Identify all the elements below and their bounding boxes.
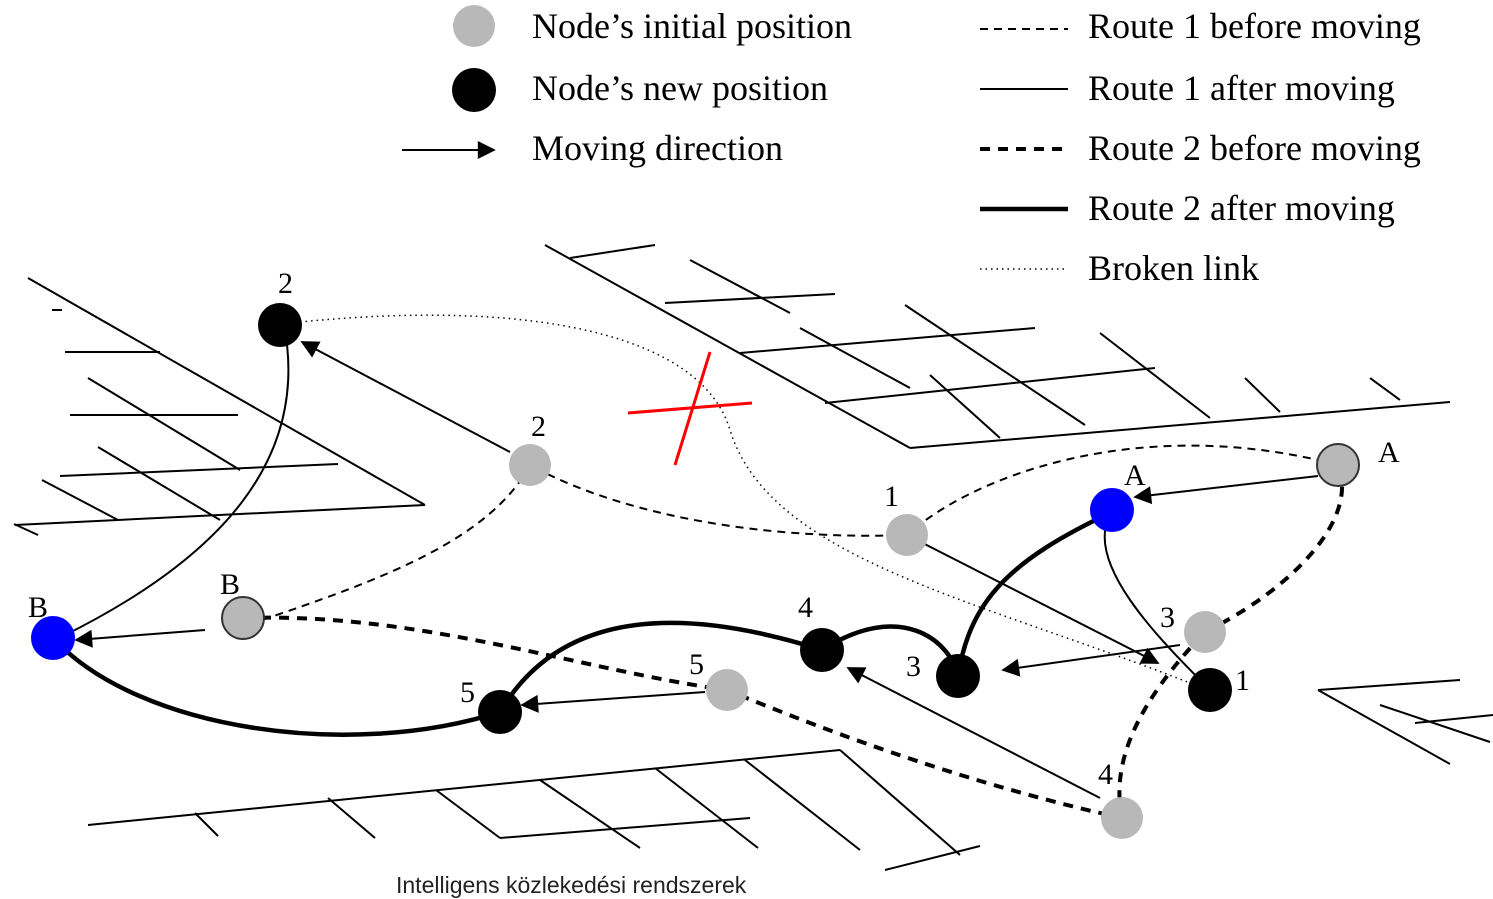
legend-broken-link-label: Broken link bbox=[1088, 248, 1259, 288]
move-arrow-4 bbox=[846, 667, 1101, 799]
route1-after-path-b bbox=[1103, 511, 1211, 691]
node-1-initial bbox=[886, 514, 928, 556]
legend: Node’s initial position Node’s new posit… bbox=[402, 5, 1421, 288]
legend-initial-position-label: Node’s initial position bbox=[532, 6, 852, 46]
label-node-A-initial: A bbox=[1378, 436, 1400, 469]
label-node-1-initial: 1 bbox=[884, 480, 899, 513]
moving-arrows bbox=[74, 341, 1319, 799]
label-node-4-initial: 4 bbox=[1098, 758, 1113, 791]
node-4-new bbox=[800, 628, 844, 672]
legend-initial-node-icon bbox=[453, 5, 495, 47]
broken-link-x-mark bbox=[627, 351, 753, 466]
label-node-A-new: A bbox=[1124, 459, 1146, 492]
legend-route1-before-label: Route 1 before moving bbox=[1088, 6, 1421, 46]
route2-before-path bbox=[242, 615, 1123, 820]
node-2-initial bbox=[509, 444, 551, 486]
route2-before-path-b bbox=[1117, 630, 1207, 819]
legend-route2-after-label: Route 2 after moving bbox=[1088, 188, 1395, 228]
node-B-new bbox=[31, 616, 75, 660]
node-5-initial bbox=[706, 669, 748, 711]
move-arrow-2 bbox=[300, 341, 511, 453]
label-node-B-initial: B bbox=[220, 568, 240, 601]
move-arrow-3 bbox=[1001, 644, 1181, 677]
node-A-initial bbox=[1316, 443, 1360, 487]
label-node-5-initial: 5 bbox=[689, 648, 704, 681]
street-grid-top-right bbox=[544, 244, 1451, 449]
route2-before-path-c bbox=[1204, 464, 1345, 634]
label-node-1-new: 1 bbox=[1235, 664, 1250, 697]
legend-new-node-icon bbox=[452, 68, 496, 112]
route1-after-path-a bbox=[54, 324, 290, 641]
route1-after-path-c bbox=[906, 534, 1160, 664]
legend-new-position-label: Node’s new position bbox=[532, 68, 828, 108]
node-3-new bbox=[936, 654, 980, 698]
street-grid-left bbox=[13, 277, 426, 536]
label-node-4-new: 4 bbox=[798, 591, 813, 624]
label-node-2-initial: 2 bbox=[531, 410, 546, 443]
caption: Intelligens közlekedési rendszerek bbox=[396, 872, 747, 898]
move-arrow-5 bbox=[520, 691, 706, 713]
route1-before-path bbox=[261, 444, 1339, 621]
move-arrow-B bbox=[74, 629, 206, 648]
node-2-new bbox=[258, 303, 302, 347]
label-node-5-new: 5 bbox=[460, 676, 475, 709]
label-node-2-new: 2 bbox=[278, 267, 293, 300]
legend-route1-after-label: Route 1 after moving bbox=[1088, 68, 1395, 108]
legend-moving-direction-label: Moving direction bbox=[532, 128, 783, 168]
node-3-initial bbox=[1184, 611, 1226, 653]
node-1-new bbox=[1188, 668, 1232, 712]
label-node-3-new: 3 bbox=[906, 650, 921, 683]
node-4-initial bbox=[1101, 797, 1143, 839]
label-node-3-initial: 3 bbox=[1160, 601, 1175, 634]
route2-after-path bbox=[53, 509, 1113, 737]
move-arrow-A bbox=[1133, 475, 1319, 505]
legend-route2-before-label: Route 2 before moving bbox=[1088, 128, 1421, 168]
street-grid-far-right bbox=[1317, 679, 1493, 765]
node-B-initial bbox=[221, 596, 265, 640]
node-A-new bbox=[1090, 488, 1134, 532]
street-grid-bottom bbox=[87, 749, 981, 871]
label-node-B-new: B bbox=[28, 591, 48, 624]
node-5-new bbox=[478, 690, 522, 734]
